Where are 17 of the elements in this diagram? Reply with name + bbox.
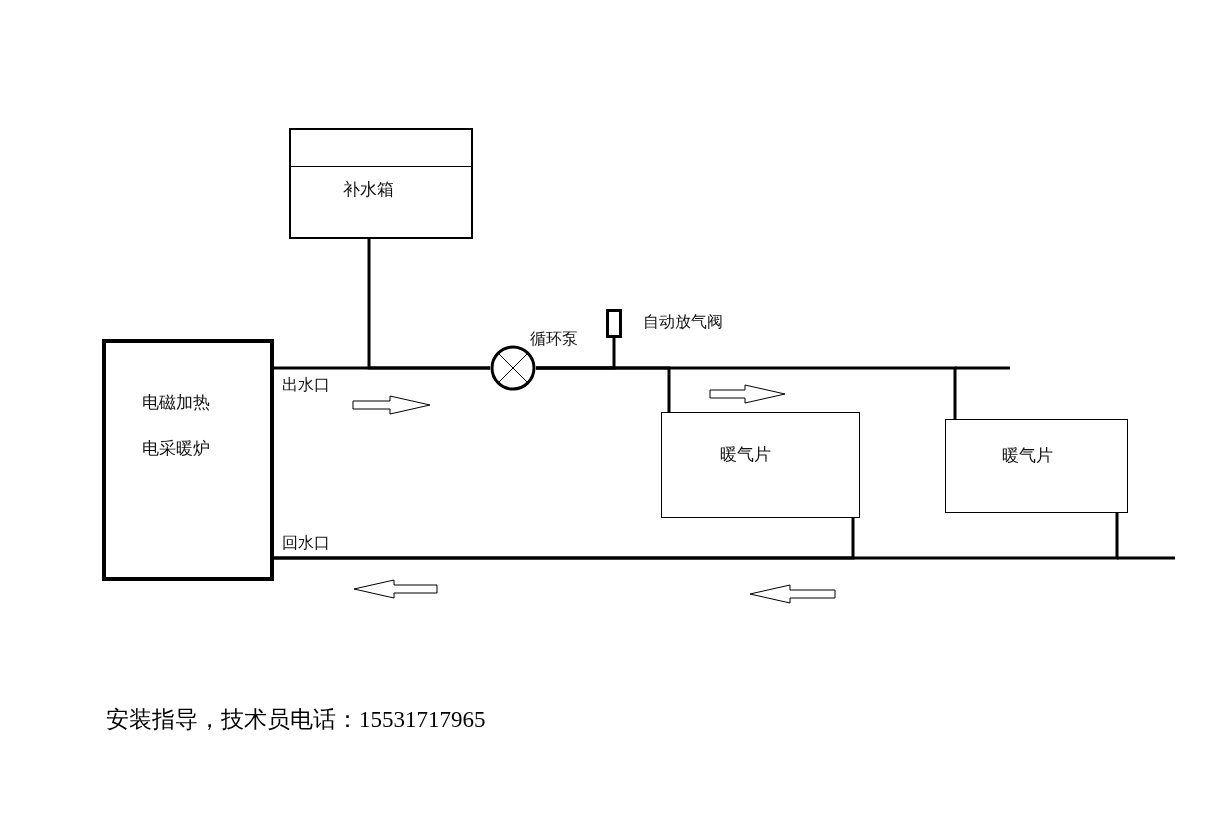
port-label: 出水口: [282, 375, 330, 396]
node-label: 暖气片: [720, 443, 771, 466]
node-label: 暖气片: [1002, 444, 1053, 467]
boiler-box: [102, 339, 274, 581]
node-label: 电磁加热: [142, 391, 210, 414]
water-tank-box: [289, 128, 473, 239]
caption: 安装指导，技术员电话：15531717965: [106, 706, 486, 734]
component-label: 循环泵: [530, 329, 578, 350]
node-label: 电采暖炉: [142, 437, 210, 460]
radiator-box: [945, 419, 1128, 513]
pipe-line: [274, 513, 1119, 560]
pipe-line: [367, 239, 490, 370]
pipe-line: [536, 366, 957, 419]
port-label: 回水口: [282, 533, 330, 554]
node-label: 补水箱: [343, 178, 394, 201]
component-label: 自动放气阀: [643, 312, 723, 333]
radiator-box: [661, 412, 860, 518]
